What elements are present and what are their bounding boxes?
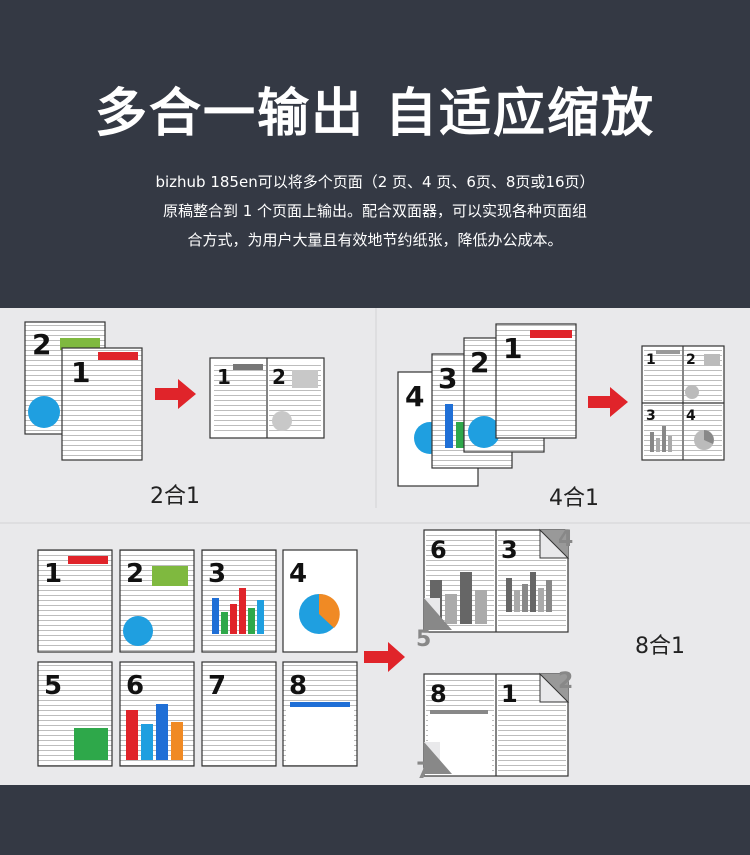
- eight-in-one-source-page-3: 3: [201, 549, 277, 653]
- description-line-2: 原稿整合到 1 个页面上输出。配合双面器，可以实现各种页面组: [162, 202, 588, 220]
- four-in-one-source-page-1: 1: [495, 323, 577, 439]
- svg-text:2: 2: [272, 365, 286, 389]
- caption-two-in-one: 2合1: [150, 484, 200, 509]
- svg-text:8: 8: [289, 671, 307, 701]
- eight-in-one-source-page-6: 6: [119, 661, 195, 767]
- eight-in-one-result-sheet-bottom: 8 1 2 7: [416, 669, 573, 784]
- svg-text:2: 2: [558, 669, 573, 694]
- svg-text:4: 4: [289, 559, 307, 589]
- arrow-icon: [155, 379, 196, 409]
- svg-text:3: 3: [208, 559, 226, 589]
- header-banner: 多合一输出 自适应缩放 bizhub 185en可以将多个页面（2 页、4 页、…: [0, 0, 750, 308]
- svg-text:4: 4: [686, 408, 696, 424]
- eight-in-one-source-page-1: 1: [37, 549, 113, 653]
- eight-in-one-source-page-5: 5: [37, 661, 113, 767]
- svg-text:2: 2: [686, 352, 696, 368]
- two-in-one-source-page-1: 1: [61, 347, 143, 461]
- illustration-panel: 2 1 1 2: [0, 308, 750, 785]
- four-in-one-example: 4 3 2 1: [397, 323, 725, 487]
- eight-in-one-result-sheet-top: 6 3 4 5: [416, 527, 573, 652]
- svg-text:1: 1: [501, 680, 518, 708]
- description-line-1: bizhub 185en可以将多个页面（2 页、4 页、6页、8页或16页）: [155, 173, 595, 191]
- svg-text:3: 3: [501, 536, 518, 564]
- svg-text:6: 6: [126, 671, 144, 701]
- svg-text:4: 4: [558, 527, 573, 552]
- svg-text:1: 1: [503, 332, 522, 365]
- svg-text:6: 6: [430, 536, 447, 564]
- eight-in-one-source-page-8: 8: [282, 661, 358, 767]
- svg-text:5: 5: [44, 671, 62, 701]
- eight-in-one-source-page-7: 7: [201, 661, 277, 767]
- svg-text:4: 4: [405, 380, 424, 413]
- page-title: 多合一输出 自适应缩放: [94, 84, 656, 144]
- arrow-icon: [364, 642, 405, 672]
- svg-text:7: 7: [208, 671, 226, 701]
- svg-text:2: 2: [470, 346, 489, 379]
- four-in-one-result-sheet: 1 2 3 4: [641, 345, 725, 461]
- svg-text:1: 1: [44, 559, 62, 589]
- page-number: 1: [71, 356, 90, 389]
- caption-eight-in-one: 8合1: [635, 634, 685, 659]
- two-in-one-example: 2 1 1 2: [24, 321, 325, 461]
- svg-text:3: 3: [438, 362, 457, 395]
- svg-text:8: 8: [430, 680, 447, 708]
- footer-bar: [0, 785, 750, 855]
- eight-in-one-source-page-4: 4: [282, 549, 358, 653]
- two-in-one-result-sheet: 1 2: [209, 357, 325, 439]
- description-line-3: 合方式，为用户大量且有效地节约纸张，降低办公成本。: [187, 231, 563, 249]
- eight-in-one-example: 1 2 3 4: [37, 527, 573, 784]
- page-number: 2: [32, 328, 51, 361]
- caption-four-in-one: 4合1: [549, 486, 599, 511]
- svg-text:5: 5: [416, 627, 431, 652]
- description: bizhub 185en可以将多个页面（2 页、4 页、6页、8页或16页） 原…: [0, 168, 750, 255]
- nup-illustration: 2 1 1 2: [0, 308, 750, 784]
- svg-text:1: 1: [217, 365, 231, 389]
- eight-in-one-source-page-2: 2: [119, 549, 195, 653]
- svg-text:3: 3: [646, 408, 656, 424]
- svg-text:7: 7: [416, 759, 431, 784]
- svg-text:1: 1: [646, 352, 656, 368]
- svg-text:2: 2: [126, 559, 144, 589]
- arrow-icon: [588, 387, 628, 417]
